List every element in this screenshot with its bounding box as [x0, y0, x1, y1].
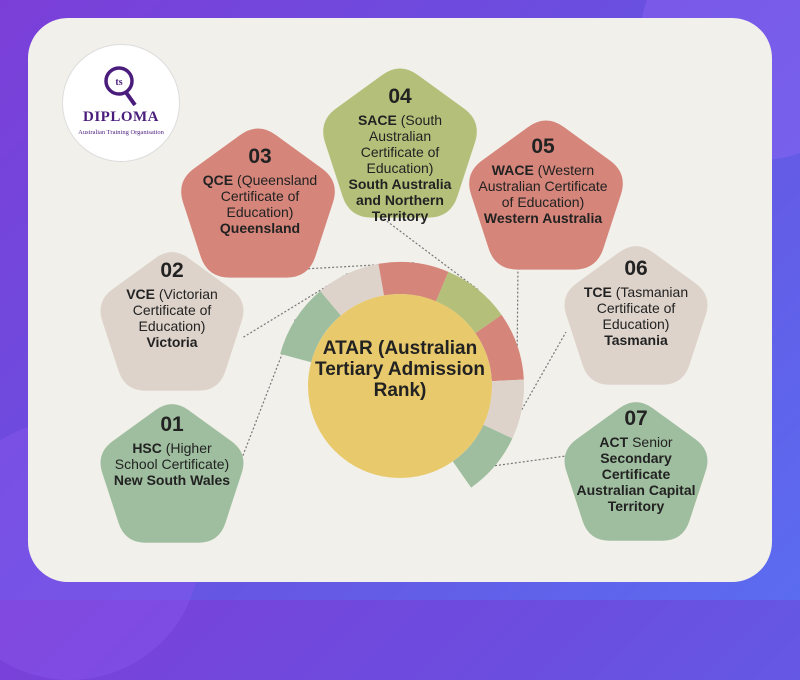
certificate-2: 02 VCE (Victorian Certificate of Educati… — [112, 258, 232, 350]
pentagons — [100, 68, 708, 543]
logo: ts DIPLOMA Australian Training Organisat… — [62, 44, 180, 162]
certificate-full-name: (Western Australian Certificate of Educa… — [478, 162, 608, 210]
certificate-full-name: (Queensland Certificate of Education) — [220, 172, 318, 220]
ring-segment-05 — [475, 314, 524, 382]
certificate-region: Western Australia — [483, 210, 603, 226]
certificate-number: 03 — [248, 145, 272, 168]
certificate-number: 07 — [624, 407, 648, 430]
certificate-region: New South Wales — [113, 472, 231, 488]
center-title: ATAR (Australian Tertiary Admission Rank… — [315, 338, 485, 401]
certificate-region: Queensland — [219, 220, 301, 236]
connector-line — [494, 455, 567, 467]
certificate-full-name: (South Australian Certificate of Educati… — [360, 112, 443, 176]
certificate-region: Secondary Certificate Australian Capital… — [576, 450, 696, 514]
certificate-region: South Australia and Northern Territory — [348, 176, 452, 224]
logo-mark-icon: ts — [104, 66, 137, 107]
certificate-6: 06 TCE (Tasmanian Certificate of Educati… — [576, 256, 696, 348]
certificate-abbr: VCE — [126, 286, 155, 302]
center-circle — [308, 294, 492, 478]
pentagon-04 — [323, 68, 477, 218]
certificate-abbr: ACT — [599, 434, 629, 450]
pentagon-03 — [181, 128, 335, 278]
certificate-number: 05 — [531, 135, 555, 158]
ring-segment-04 — [435, 271, 502, 334]
connector-line — [521, 331, 567, 410]
center-ring — [280, 262, 524, 488]
svg-text:ts: ts — [115, 77, 122, 88]
diagram-canvas — [100, 68, 708, 543]
certificate-full-name: (Higher School Certificate) — [114, 440, 230, 472]
ring-segment-06 — [483, 379, 524, 439]
ring-segment-03 — [378, 262, 449, 302]
certificate-abbr: WACE — [491, 162, 534, 178]
certificate-number: 06 — [624, 257, 648, 280]
logo-tagline: Australian Training Organisation — [78, 129, 164, 136]
certificate-abbr: QCE — [202, 172, 234, 188]
certificate-abbr: TCE — [583, 284, 612, 300]
pentagon-02 — [100, 252, 244, 391]
ring-segment-02 — [320, 263, 385, 316]
connector-line — [516, 261, 519, 346]
certificate-abbr: HSC — [132, 440, 162, 456]
ring-segment-01 — [280, 291, 341, 363]
certificate-region: Tasmania — [604, 332, 668, 348]
pentagon-01 — [100, 404, 244, 543]
certificate-3: 03 QCE (Queensland Certificate of Educat… — [196, 144, 324, 236]
ring-segment-07 — [452, 424, 513, 488]
certificate-4: 04 SACE (South Australian Certificate of… — [338, 84, 462, 224]
certificate-region: Victoria — [146, 334, 198, 350]
pentagon-07 — [564, 402, 708, 541]
certificate-5: 05 WACE (Western Australian Certificate … — [478, 134, 608, 226]
certificate-1: 01 HSC (Higher School Certificate) New S… — [112, 412, 232, 488]
pentagon-05 — [469, 120, 623, 270]
certificate-full-name: Senior — [632, 434, 673, 450]
certificate-number: 01 — [160, 413, 184, 436]
certificate-abbr: SACE — [357, 112, 397, 128]
pentagon-06 — [564, 246, 708, 385]
certificate-number: 02 — [160, 259, 184, 282]
certificate-full-name: (Victorian Certificate of Education) — [132, 286, 218, 334]
certificate-full-name: (Tasmanian Certificate of Education) — [596, 284, 689, 332]
logo-brand: DIPLOMA — [83, 109, 159, 125]
certificate-7: 07 ACT Senior Secondary Certificate Aust… — [566, 406, 706, 514]
certificate-number: 04 — [388, 85, 412, 108]
